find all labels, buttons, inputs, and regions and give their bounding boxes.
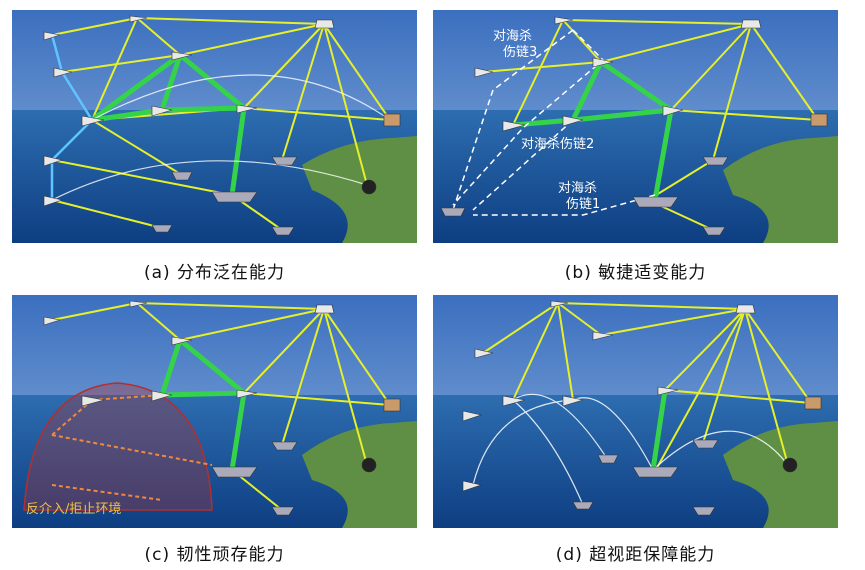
ship-icon xyxy=(171,171,193,181)
green-links xyxy=(512,59,674,201)
aircraft-icon xyxy=(151,390,173,402)
ship-icon xyxy=(440,207,466,217)
aircraft-icon xyxy=(151,105,173,117)
aircraft-icon xyxy=(43,316,61,326)
ship-icon xyxy=(702,226,726,236)
aircraft-icon xyxy=(171,336,193,346)
ship-icon xyxy=(271,441,298,451)
ship-icon xyxy=(597,454,619,464)
aircraft-icon xyxy=(43,195,64,207)
aircraft-icon xyxy=(657,386,679,396)
ship-icon xyxy=(151,224,173,233)
ground-vehicle-icon xyxy=(361,179,377,195)
aircraft-icon xyxy=(53,67,73,78)
aircraft-icon xyxy=(550,300,569,308)
ground-station-icon xyxy=(383,398,401,412)
aircraft-icon xyxy=(592,331,614,341)
coastline-land xyxy=(302,421,417,528)
platforms xyxy=(440,16,828,236)
aircraft-icon xyxy=(502,120,526,132)
ship-icon xyxy=(692,506,716,516)
platforms xyxy=(43,300,401,516)
beyond-horizon-arcs xyxy=(472,393,789,506)
ship-icon xyxy=(692,439,719,449)
aircraft-icon xyxy=(171,51,193,61)
aircraft-icon xyxy=(474,348,494,359)
panel-resilient-survivable: 反介入/拒止环境 xyxy=(12,295,417,528)
satellite-icon xyxy=(740,19,762,29)
platforms xyxy=(43,15,401,236)
network-scene-a xyxy=(12,10,417,243)
ship-icon xyxy=(632,466,679,478)
aircraft-icon xyxy=(43,31,61,41)
caption-c: (c) 韧性顽存能力 xyxy=(144,545,285,565)
ship-icon xyxy=(211,191,258,203)
network-scene-c: 反介入/拒止环境 xyxy=(12,295,417,528)
kill-chain-dashed-paths xyxy=(452,29,656,216)
ship-icon xyxy=(572,501,594,510)
caption-d: (d) 超视距保障能力 xyxy=(555,545,716,565)
caption-a: (a) 分布泛在能力 xyxy=(143,263,286,283)
ship-icon xyxy=(271,156,298,166)
aircraft-icon xyxy=(562,115,584,127)
aircraft-icon xyxy=(236,104,258,114)
aircraft-icon xyxy=(462,480,483,492)
network-scene-d xyxy=(433,295,838,528)
a2ad-label: 反介入/拒止环境 xyxy=(26,502,121,517)
ship-icon xyxy=(702,156,729,166)
ground-vehicle-icon xyxy=(782,457,798,473)
green-links xyxy=(159,338,247,471)
ground-vehicle-icon xyxy=(361,457,377,473)
aircraft-icon xyxy=(129,300,148,308)
ship-icon xyxy=(271,506,295,516)
panel-agile-adaptive: 对海杀 伤链3 对海杀伤链2 对海杀 伤链1 xyxy=(433,10,838,243)
kill-chain-labels: 对海杀 伤链3 对海杀伤链2 对海杀 伤链1 xyxy=(493,29,600,212)
caption-b: (b) 敏捷适变能力 xyxy=(564,263,707,283)
panel-over-the-horizon xyxy=(433,295,838,528)
yellow-links xyxy=(482,19,819,231)
coastline-land xyxy=(723,421,838,528)
chain3-label-line2: 伤链3 xyxy=(503,45,537,60)
ship-icon xyxy=(271,226,295,236)
green-links xyxy=(90,52,247,196)
yellow-links xyxy=(51,302,391,511)
aircraft-icon xyxy=(502,395,526,407)
aircraft-icon xyxy=(129,15,148,23)
jammed-links xyxy=(51,394,213,501)
aircraft-icon xyxy=(562,395,584,407)
platforms xyxy=(462,300,822,516)
satellite-icon xyxy=(735,304,756,314)
yellow-links xyxy=(482,302,812,476)
ground-station-icon xyxy=(810,113,828,127)
ground-station-icon xyxy=(383,113,401,127)
aircraft-icon xyxy=(462,410,483,422)
chain2-label: 对海杀伤链2 xyxy=(521,137,594,152)
coastline-land xyxy=(302,136,417,243)
green-links xyxy=(650,389,668,471)
aircraft-icon xyxy=(236,389,258,399)
coastline-land xyxy=(723,136,838,243)
aircraft-icon xyxy=(474,67,494,78)
aircraft-icon xyxy=(43,155,64,167)
network-scene-b: 对海杀 伤链3 对海杀伤链2 对海杀 伤链1 xyxy=(433,10,838,243)
chain3-label-line1: 对海杀 xyxy=(493,29,532,44)
blue-links xyxy=(50,34,94,200)
ground-station-icon xyxy=(804,396,822,410)
panel-distributed-ubiquitous xyxy=(12,10,417,243)
ship-icon xyxy=(632,196,679,208)
chain1-label-line2: 伤链1 xyxy=(566,197,600,212)
aircraft-icon xyxy=(81,115,105,127)
aircraft-icon xyxy=(554,16,574,25)
aircraft-icon xyxy=(81,395,105,407)
satellite-icon xyxy=(314,19,335,29)
aircraft-icon xyxy=(662,105,684,117)
white-arcs xyxy=(51,74,391,201)
aircraft-icon xyxy=(592,57,614,68)
satellite-icon xyxy=(314,304,335,314)
chain1-label-line1: 对海杀 xyxy=(558,181,597,196)
ship-icon xyxy=(211,466,258,478)
